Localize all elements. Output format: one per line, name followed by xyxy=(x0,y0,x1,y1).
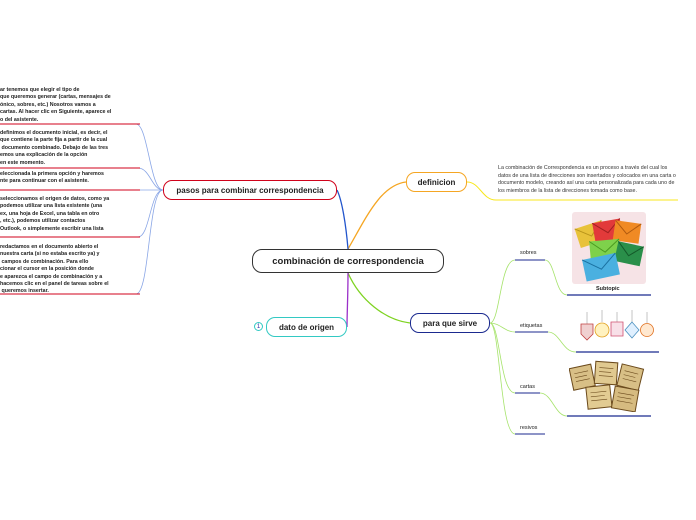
step-2-text: definimos el documento inicial, es decir… xyxy=(0,130,108,167)
connector-sirve xyxy=(348,273,410,323)
tags-image xyxy=(577,306,657,348)
leaf-cartas[interactable]: cartas xyxy=(520,384,535,390)
topic-para-que-sirve[interactable]: para que sirve xyxy=(410,313,490,333)
leaf-etiquetas[interactable]: etiquetas xyxy=(520,323,542,329)
envelopes-image xyxy=(572,212,646,284)
letters-image xyxy=(569,360,645,412)
leaf-sobres[interactable]: sobres xyxy=(520,250,537,256)
connector-dato xyxy=(347,273,348,327)
topic-dato-de-origen[interactable]: dato de origen xyxy=(266,317,347,337)
central-topic[interactable]: combinación de correspondencia xyxy=(252,249,444,273)
step-5-text: redactamos en el documento abierto el nu… xyxy=(0,244,109,296)
connector-pasos xyxy=(337,190,348,249)
topic-pasos[interactable]: pasos para combinar correspondencia xyxy=(163,180,337,200)
connector-definicion xyxy=(348,182,406,249)
definicion-text: La combinación de Correspondencia es un … xyxy=(498,165,676,195)
connector-sobres xyxy=(490,260,545,323)
step-3-text: eleccionada la primera opción y haremos … xyxy=(0,171,104,186)
step-1-text: ar tenemos que elegir el tipo de que que… xyxy=(0,87,111,124)
topic-definicion[interactable]: definicion xyxy=(406,172,467,192)
subtopic-label: Subtopic xyxy=(596,286,620,292)
connector-cartas xyxy=(490,323,540,393)
leaf-resivos[interactable]: resivos xyxy=(520,425,537,431)
note-badge[interactable]: 1 xyxy=(254,322,263,331)
step-4-text: seleccionamos el origen de datos, como y… xyxy=(0,196,109,233)
connector-resivos xyxy=(490,323,545,434)
